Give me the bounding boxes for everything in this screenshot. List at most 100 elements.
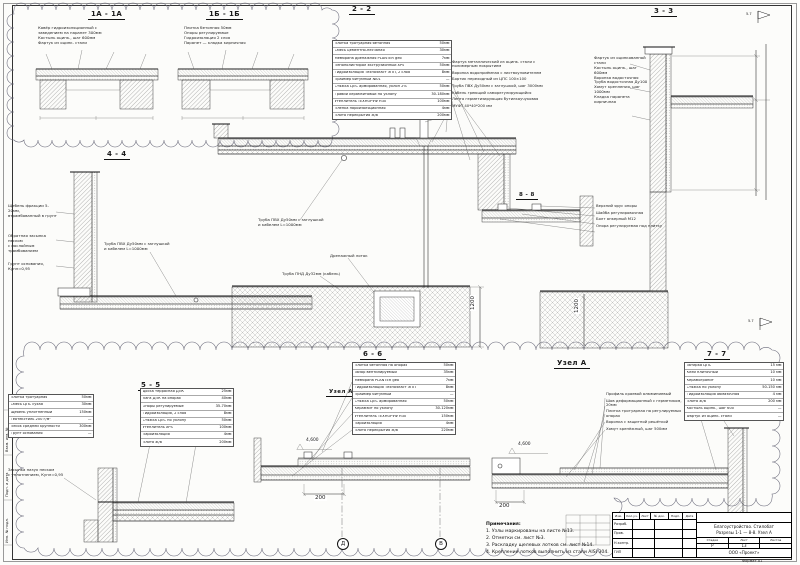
reference-flags [757,10,773,330]
title-block-role-row: ГИП [613,548,696,557]
spec-row: Грунт основания— [9,429,93,436]
callout: Воронка с защитной решёткой [606,419,669,425]
organization-name: ООО «Проект» [728,550,760,555]
section-title-7-7: 7 - 7 [704,350,730,360]
reference-flag-label-right: 5.7 [748,319,754,323]
callout: МУФТ 40*40*200 мм [452,102,493,108]
stage-value: Р [711,542,714,548]
drawing-title-line1: Благоустройство. Стилобат [713,524,774,530]
note-item: 1. Узлы маркированы на листе №13. [486,528,575,534]
spec-row: Стяжка ЦПС армированная, уклон 2%50мм [333,83,451,89]
callout: Бортик переходный из ЦПС 100×100 [452,76,527,82]
title-block-right: Благоустройство. Стилобат Разрезы 1-1 — … [697,513,792,557]
section-title-2-2: 2 - 2 [349,5,375,15]
level-mark-6-6: 4,600 [306,438,319,443]
annotation-pnd-pipe: Труба ПНД Ду32мм (кабель) [282,271,341,276]
section-title-1b: 1Б - 1Б [206,10,243,20]
annotation-4-4-soil: Грунт основания, Купл=0,95 [8,261,44,271]
node-a-title-right: Узел А [554,359,590,369]
paper-edge [3,3,797,562]
detail-1a-drawing [35,49,159,120]
annotation-pipe-2-2: Труба ПВХ Ду50мм с заглушкой и кабелем L… [258,217,324,227]
title-block-role-row: Пров. [613,529,696,539]
callout: Лента герметизирующая бутилкаучуковая [452,96,539,102]
note-item: 4. Крепление лотков выполнить из стали A… [486,549,609,555]
dimension-200-6-6: 200 [314,495,327,501]
callout: Воронка водоприёмная с листвоуловителем [452,69,542,75]
node-a-title-left: Узел А [326,389,356,397]
annotation-drain: Дренажный лоток [330,253,368,258]
side-stamp-podp: Подп. и дата [5,472,9,497]
drawing-title-line2: Разрезы 1-1 — 8-8. Узел А [716,529,772,535]
callout: Шов деформационный с герметиком, 20мм [606,397,682,407]
title-block-role-row: Разраб. [613,520,696,530]
spec-row: Праймер битумный— [353,390,455,397]
axis-bubble-d: Д [337,538,349,550]
approval-table [565,514,611,546]
note-item: 2. Отметки см. лист №3. [486,535,545,541]
sheets-total [760,544,791,549]
callout-list-8-8: Верхний ярус опоры Шайба регулировочная … [596,203,668,230]
annotation-1b: Плитка бетонная 50мм Опоры регулируемые … [184,25,246,45]
side-stamp-vzam: Взам. инв. № [5,427,9,452]
section-title-6-6: 6 - 6 [360,350,386,360]
drawing-title: Благоустройство. Стилобат Разрезы 1-1 — … [697,523,791,538]
callout: Плитка тротуарная на регулируемых опорах [606,408,682,418]
callout: Хомут крепёжный, шаг 500мм [606,425,668,431]
detail-5-5-drawing [63,443,235,543]
dimension-1200-center: 1200 [470,295,476,311]
dimension-1200-right: 1200 [574,298,580,314]
callout: Труба ПВХ Ду50мм с заглушкой, шаг 3000мм [452,83,543,88]
callout: Шайба регулировочная [596,209,644,215]
detail-3-3-drawing [629,44,770,200]
level-mark-node-a: 4,600 [518,442,531,447]
callout-list-node-a: Профиль краевой алюминиевый Шов деформац… [606,391,682,433]
detail-4-4-drawing [55,171,313,310]
callout: Опора регулируемая под плитку [596,222,663,228]
title-block-role-row: Н.контр. [613,539,696,549]
node-a-drawing [491,397,729,505]
document-designation [697,513,791,523]
reference-flag-label-top: 5.7 [746,12,752,16]
notes-heading: Примечания: [486,522,521,527]
section-title-8-8: 8 - 8 [516,192,538,200]
callout: Фартук металлический из оцинк. стали с п… [452,59,536,69]
axis-bubble-v: В [435,538,447,550]
note-item: 3. Раскладку щелевых лотков см. лист №14… [486,542,594,548]
side-stamp-inv: Инв. № подл. [5,518,9,543]
spec-row: Фартук из оцинк. стали— [685,412,783,418]
callout: Кабель греющий саморегулирующийся [452,89,532,95]
spec-row: Праймер битумный №01— [333,75,451,82]
drawing-frame [12,5,792,560]
section-title-4-4: 4 - 4 [104,150,130,160]
